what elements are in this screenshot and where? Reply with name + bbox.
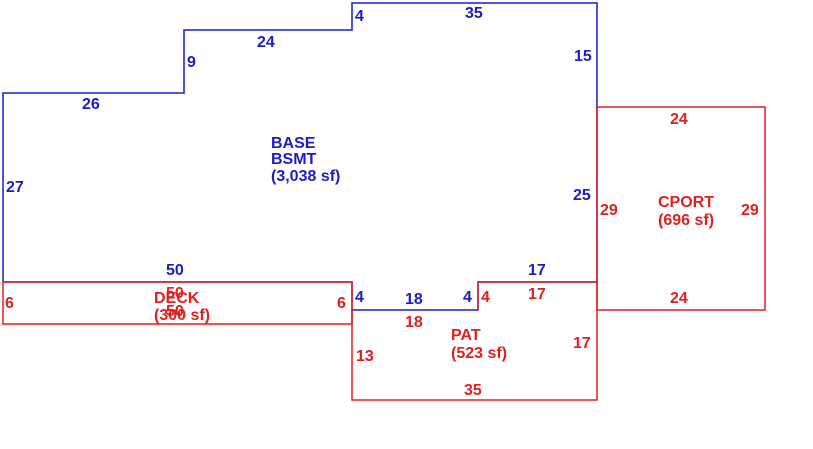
carport-dim-top: 24: [670, 111, 688, 128]
base-dim-top-step: 4: [355, 8, 364, 25]
deck-dim-bottom: 50: [166, 303, 184, 320]
base-dim-left-top: 26: [82, 96, 100, 113]
deck-dim-left: 6: [5, 295, 14, 312]
base-dim-left: 27: [6, 179, 24, 196]
deck-dim-right: 6: [337, 295, 346, 312]
base-dim-bottom-left: 50: [166, 262, 184, 279]
base-code-label: BASE: [271, 135, 316, 152]
base-dim-bottom-right: 17: [528, 262, 546, 279]
carport-dim-bottom: 24: [670, 290, 688, 307]
carport-area-value: (696 sf): [658, 212, 714, 229]
base-area-value: (3,038 sf): [271, 168, 340, 185]
patio-dim-left: 13: [356, 348, 374, 365]
patio-dim-top-right: 17: [528, 286, 546, 303]
patio-dim-notch-bottom: 18: [405, 314, 423, 331]
patio-area-value: (523 sf): [451, 345, 507, 362]
base-dim-left-step: 9: [187, 54, 196, 71]
base-dim-right-lower: 25: [573, 187, 591, 204]
patio-dim-bottom: 35: [464, 382, 482, 399]
carport-outline: [596, 106, 766, 311]
base-dim-notch-left: 4: [355, 289, 364, 306]
patio-code-label: PAT: [451, 327, 481, 344]
carport-code-label: CPORT: [658, 194, 714, 211]
patio-dim-notch-right: 4: [481, 289, 490, 306]
base-dim-notch-bottom: 18: [405, 291, 423, 308]
base-dim-right-upper: 15: [574, 48, 592, 65]
base-dim-notch-right: 4: [463, 289, 472, 306]
patio-outline: [351, 281, 598, 401]
deck-dim-top: 50: [166, 285, 184, 302]
deck-code-label: DECK: [154, 290, 200, 307]
base-dim-upper-left: 24: [257, 34, 275, 51]
deck-area-value: (300 sf): [154, 307, 210, 324]
base-subcode-label: BSMT: [271, 151, 317, 168]
base-dim-top: 35: [465, 5, 483, 22]
carport-dim-left: 29: [600, 202, 618, 219]
patio-dim-right: 17: [573, 335, 591, 352]
carport-dim-right: 29: [741, 202, 759, 219]
